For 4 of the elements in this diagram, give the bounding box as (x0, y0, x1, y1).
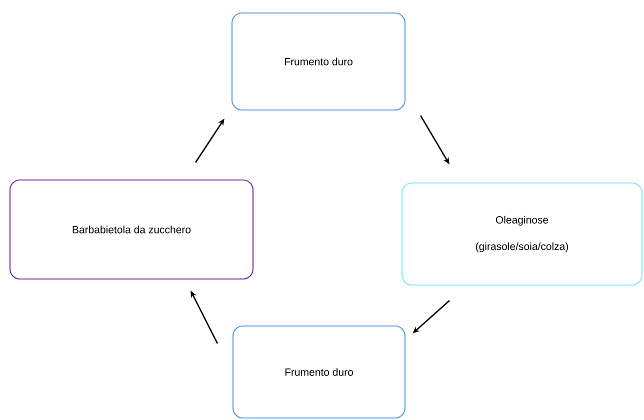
crop-box: Frumento duro (232, 325, 406, 419)
crop-box: Oleaginose (girasole/soia/colza) (401, 182, 643, 286)
crop-box: Frumento duro (231, 12, 406, 111)
crop-box: Barbabietola da zucchero (9, 179, 254, 280)
